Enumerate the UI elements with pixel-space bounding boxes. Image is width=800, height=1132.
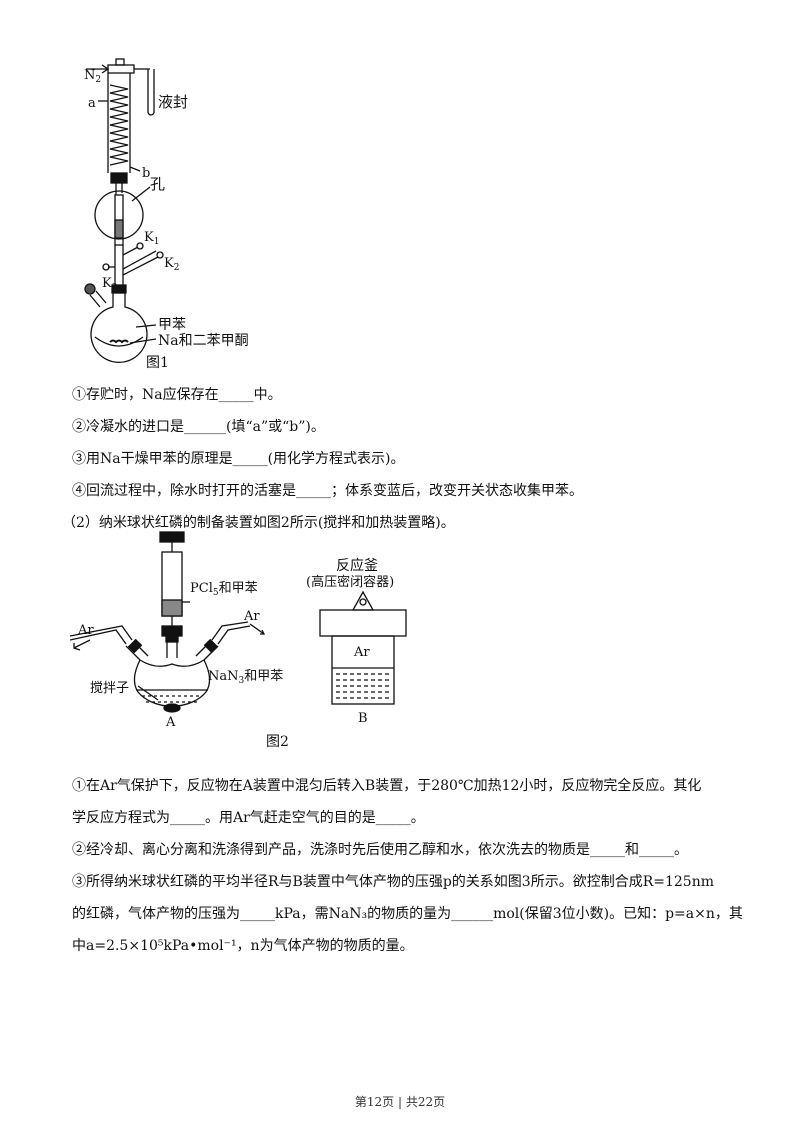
q2-intro: （2）纳米球状红磷的制备装置如图2所示(搅拌和加热装置略)。 xyxy=(62,515,455,531)
q2-line-5: 的红磷，气体产物的压强为_____kPa，需NaN₃的物质的量为______mo… xyxy=(72,906,743,922)
figure-1-apparatus: N2 a 液封 b 孔 K1 K2 K3 甲苯 Na和二苯甲酮 图1 xyxy=(84,58,249,371)
fig2-label-a: A xyxy=(165,715,176,730)
fig2-reactor: 反应釜 xyxy=(336,557,378,574)
figure-2-apparatus: PCl5和甲苯 Ar Ar NaN3和甲苯 搅拌子 A 反应釜 (高压密闭容器)… xyxy=(70,531,407,750)
q1-line-4: ④回流过程中，除水时打开的活塞是_____；体系变蓝后，改变开关状态收集甲苯。 xyxy=(72,483,583,499)
svg-text:N2: N2 xyxy=(84,68,101,85)
fig1-label-b: b xyxy=(142,166,150,181)
q1-line-3: ③用Na干燥甲苯的原理是_____(用化学方程式表示)。 xyxy=(72,451,405,467)
fig2-reactor-sub: (高压密闭容器) xyxy=(306,574,394,590)
fig1-label-hole: 孔 xyxy=(150,175,165,193)
svg-text:PCl5和甲苯: PCl5和甲苯 xyxy=(190,581,258,598)
fig2-ar-right: Ar xyxy=(243,609,260,624)
svg-text:NaN3和甲苯: NaN3和甲苯 xyxy=(208,669,283,686)
fig2-ar-left: Ar xyxy=(77,623,94,638)
fig2-caption: 图2 xyxy=(266,734,289,750)
page-footer: 第12页 | 共22页 xyxy=(354,1095,446,1109)
fig2-label-b: B xyxy=(358,711,368,726)
q2-line-4: ③所得纳米球状红磷的平均半径R与B装置中气体产物的压强p的关系如图3所示。欲控制… xyxy=(72,874,714,890)
fig1-label-toluene: 甲苯 xyxy=(158,316,186,333)
svg-text:K1: K1 xyxy=(144,230,159,247)
fig2-ar-inside: Ar xyxy=(353,645,370,660)
q1-line-2: ②冷凝水的进口是______(填“a”或“b”)。 xyxy=(72,419,325,435)
fig1-label-a: a xyxy=(88,96,96,111)
q2-line-3: ②经冷却、离心分离和洗涤得到产品，洗涤时先后使用乙醇和水，依次洗去的物质是___… xyxy=(72,842,688,858)
svg-text:K2: K2 xyxy=(164,256,179,273)
q2-line-2: 学反应方程式为_____。用Ar气赶走空气的目的是_____。 xyxy=(72,810,425,826)
fig1-caption: 图1 xyxy=(146,355,169,371)
svg-text:K3: K3 xyxy=(102,276,118,293)
q1-line-1: ①存贮时，Na应保存在_____中。 xyxy=(72,387,282,403)
fig1-label-seal: 液封 xyxy=(158,93,188,111)
fig1-label-na: Na和二苯甲酮 xyxy=(158,332,249,349)
q2-line-1: ①在Ar气保护下，反应物在A装置中混匀后转入B装置，于280℃加热12小时，反应… xyxy=(72,778,702,794)
fig2-stirrer: 搅拌子 xyxy=(90,680,129,696)
q2-line-6: 中a=2.5×10⁵kPa•mol⁻¹，n为气体产物的物质的量。 xyxy=(72,938,414,954)
